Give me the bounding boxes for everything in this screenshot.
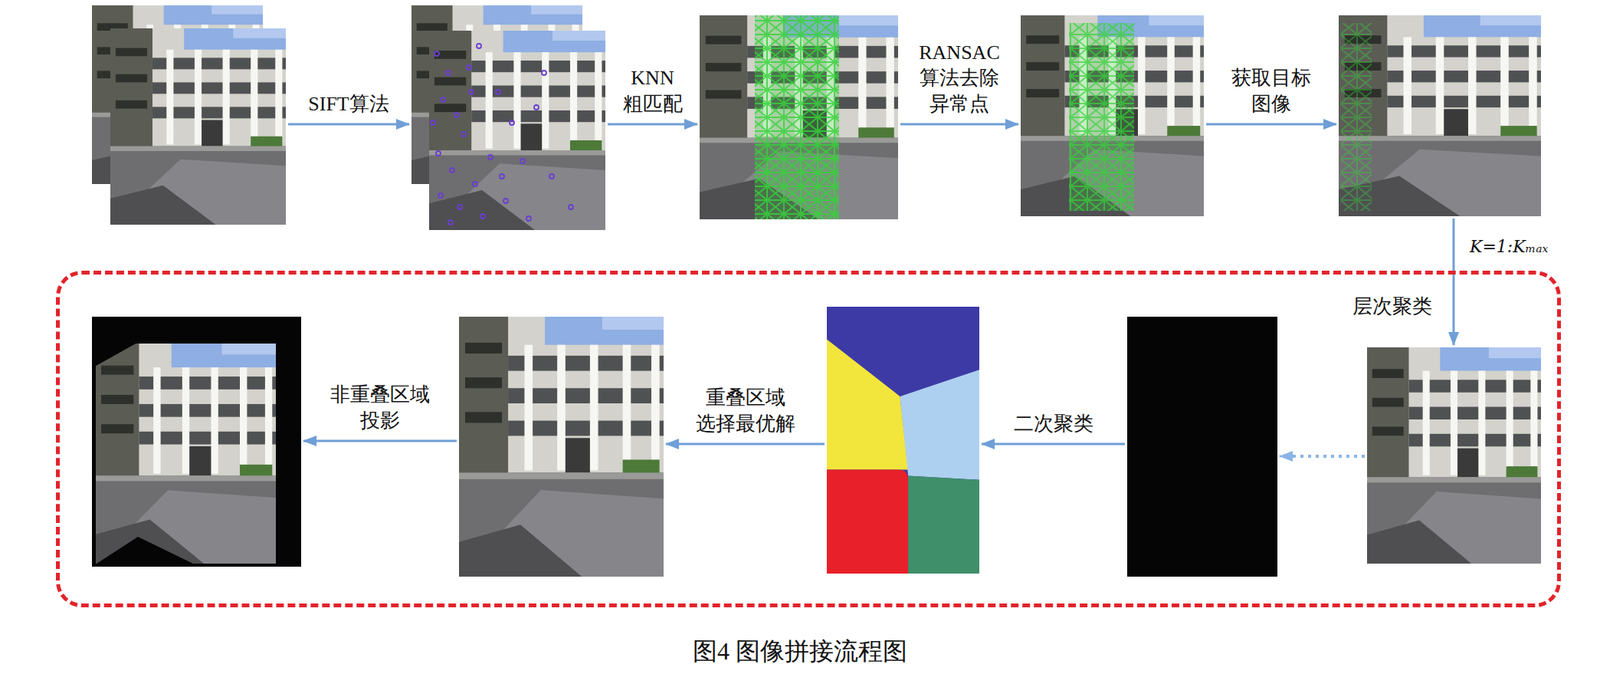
match-overlay — [754, 15, 840, 220]
edge-label: 获取目标 图像 — [1231, 66, 1312, 115]
edge-label: 层次聚类 — [1352, 295, 1433, 318]
flow-arrow — [665, 442, 825, 446]
edge-label-box: 二次聚类 — [1010, 409, 1097, 438]
edge-label: 非重叠区域 投影 — [330, 383, 430, 432]
edge-label: 二次聚类 — [1013, 412, 1094, 435]
figure-caption: 图4 图像拼接流程图 — [692, 636, 908, 665]
edge-label-box: 获取目标 图像 — [1228, 64, 1315, 119]
photo-frame — [1020, 15, 1204, 217]
photo-frame — [91, 316, 302, 567]
photo-frame — [1338, 15, 1541, 217]
edge-label-box: 非重叠区域 投影 — [327, 380, 433, 435]
cluster-region — [55, 270, 1561, 607]
edge-label: 重叠区域 选择最优解 — [695, 386, 796, 435]
flow-arrow — [981, 442, 1125, 446]
edge-label-box: KNN 粗匹配 — [619, 64, 686, 119]
photo — [1020, 15, 1204, 217]
flow-arrow — [900, 123, 1019, 126]
photo — [699, 15, 899, 220]
match-overlay — [1068, 22, 1135, 211]
black-corner — [91, 536, 200, 567]
segmentation-map — [826, 306, 980, 574]
segmentation-map — [826, 306, 980, 574]
edge-label-box: 重叠区域 选择最优解 — [692, 383, 799, 438]
edge-label: KNN 粗匹配 — [622, 66, 683, 115]
photo — [95, 343, 276, 564]
edge-label: RANSAC 算法去除 异常点 — [918, 41, 1000, 116]
photo-frame — [699, 15, 899, 220]
photo — [1338, 15, 1541, 217]
flow-arrow — [288, 123, 410, 126]
photo-front — [110, 28, 286, 225]
cluster-map — [1127, 316, 1278, 577]
flow-arrow — [1452, 218, 1456, 345]
free-label-box: K=1:Kₘₐₓ — [1467, 235, 1551, 260]
photo-frame — [459, 316, 664, 577]
flow-arrow — [303, 439, 457, 443]
photo-frame — [411, 5, 606, 230]
photo-frame — [91, 5, 286, 225]
black-ground — [91, 316, 302, 567]
photo — [459, 316, 664, 577]
cluster-count-label: K=1:Kₘₐₓ — [1469, 236, 1548, 256]
flow-arrow — [1279, 454, 1365, 458]
photo — [1367, 347, 1541, 564]
photo-frame — [1367, 347, 1541, 564]
caption-box: 图4 图像拼接流程图 — [0, 634, 1600, 669]
edge-label: SIFT算法 — [308, 92, 389, 115]
black-map — [1127, 316, 1278, 577]
match-lines — [1340, 22, 1372, 211]
photo-front — [429, 30, 606, 230]
match-lines — [754, 15, 840, 220]
flow-arrow — [1206, 123, 1337, 126]
flow-arrow — [607, 123, 698, 126]
black-corner — [91, 316, 184, 368]
edge-label-box: 层次聚类 — [1349, 292, 1436, 321]
edge-label-box: SIFT算法 — [304, 90, 393, 119]
match-lines — [1068, 22, 1135, 211]
keypoints — [430, 43, 574, 225]
edge-label-box: RANSAC 算法去除 异常点 — [915, 39, 1004, 119]
